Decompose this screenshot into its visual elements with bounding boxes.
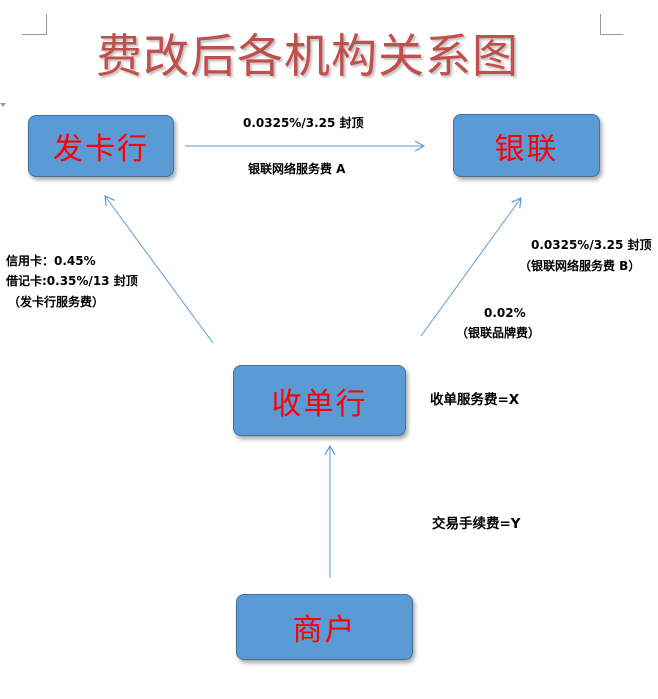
merchant-box: 商户 <box>236 594 413 660</box>
acquirer-bank-box: 收单行 <box>233 365 406 436</box>
arrow-acquirer-to-issuer <box>104 195 214 344</box>
margin-marker-icon <box>0 103 6 107</box>
issuer-bank-box: 发卡行 <box>28 115 174 177</box>
diagram-title: 费改后各机构关系图 <box>96 29 519 83</box>
brand-fee-rate-label: 0.02% <box>484 306 526 320</box>
transaction-fee-label: 交易手续费=Y <box>432 516 521 532</box>
page-corner-mark-right <box>600 14 623 35</box>
brand-fee-label: （银联品牌费） <box>456 326 541 340</box>
page-corner-mark-left <box>22 14 47 35</box>
network-fee-a-label: 银联网络服务费 A <box>248 162 346 176</box>
unionpay-box: 银联 <box>453 114 600 177</box>
network-fee-b-rate-label: 0.0325%/3.25 封顶 <box>531 238 652 252</box>
debit-card-rate-label: 借记卡:0.35%/13 封顶 <box>6 274 138 288</box>
credit-card-rate-label: 信用卡：0.45% <box>6 254 96 268</box>
network-fee-a-rate-label: 0.0325%/3.25 封顶 <box>243 116 364 130</box>
acquirer-service-fee-label: 收单服务费=X <box>430 392 520 408</box>
arrow-acquirer-to-unionpay <box>420 196 522 337</box>
network-fee-b-label: （银联网络服务费 B） <box>519 259 641 273</box>
issuer-service-fee-label: （发卡行服务费） <box>8 295 105 309</box>
